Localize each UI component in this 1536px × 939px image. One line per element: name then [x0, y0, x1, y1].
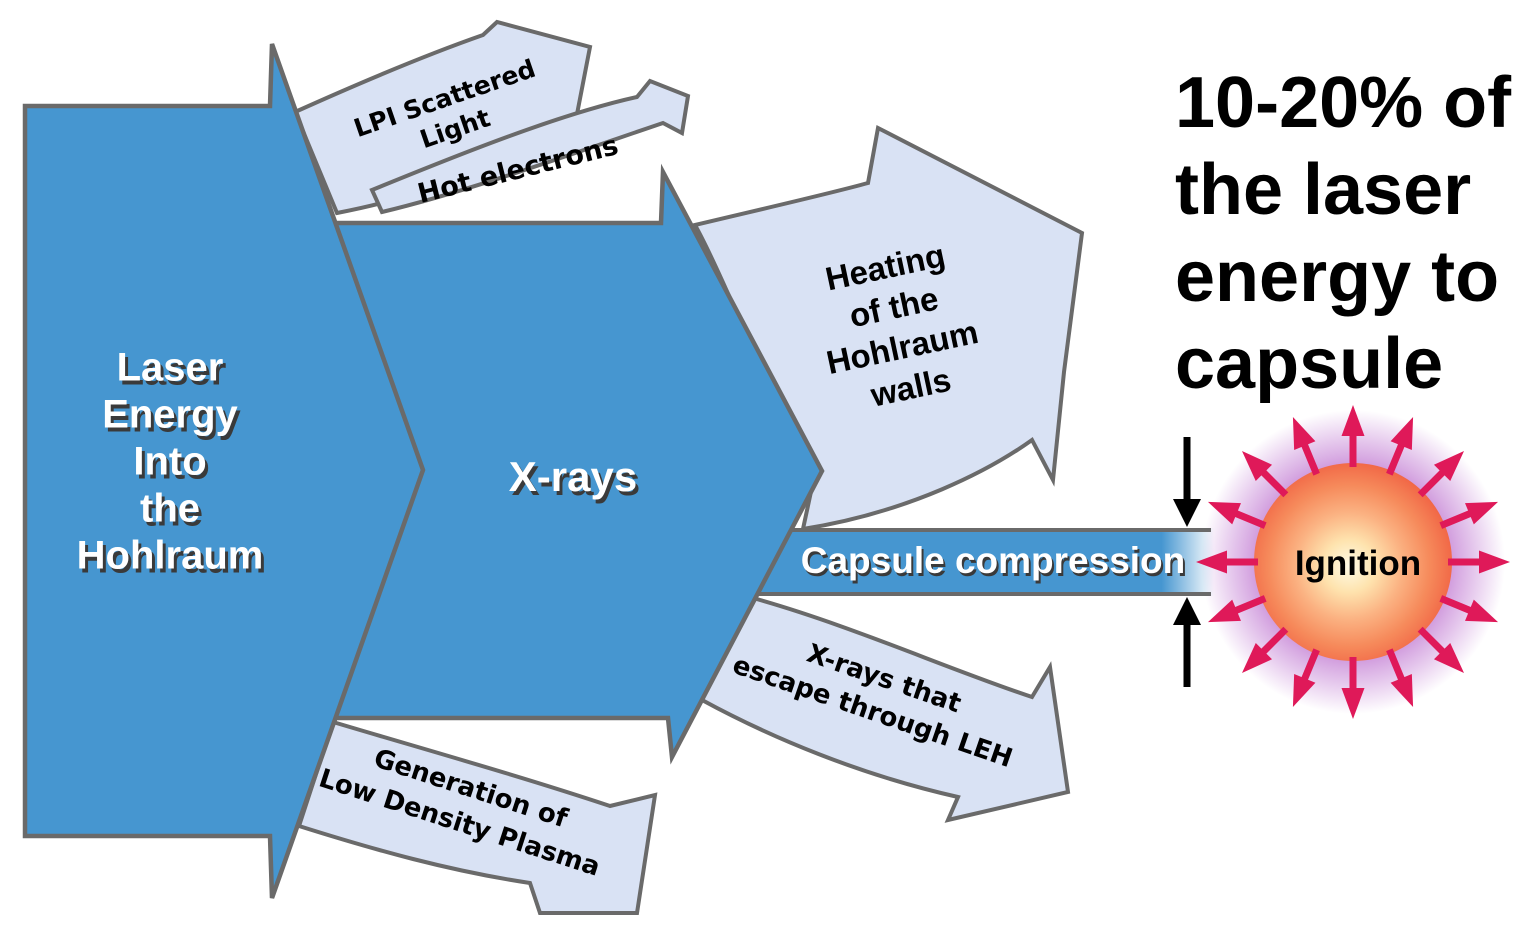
ignition-ray-head [1465, 501, 1499, 525]
hot-electrons-arrow [369, 78, 691, 215]
laser-label-line: Hohlraum [76, 533, 264, 578]
ignition-ray-head [1292, 416, 1316, 450]
laser-label-line: Into [133, 439, 207, 484]
ignition-ray-head [1479, 550, 1510, 574]
laser-label-line: Laser [116, 345, 224, 390]
xrays-arrow [332, 163, 825, 765]
ignition-ball [1254, 463, 1452, 661]
ignition-ray-head [1341, 405, 1365, 436]
ignition-ray [1230, 508, 1267, 529]
ignition-ray [1439, 508, 1476, 529]
headline-text: 10-20% of the laser energy to capsule [1175, 60, 1511, 408]
ignition-ray-head [1207, 501, 1241, 525]
xrays-arrow-label: X-rays [508, 453, 638, 500]
headline-line: capsule [1175, 324, 1444, 404]
ignition-ray [1257, 466, 1289, 498]
ignition-ray [1257, 626, 1289, 658]
ignition-ray-head [1196, 550, 1227, 574]
ignition-ray-head [1341, 688, 1365, 719]
escape-leh-arrow [699, 595, 1071, 823]
ignition-ray [1417, 466, 1449, 498]
ignition-ray [1439, 595, 1476, 616]
ignition-ray [1299, 648, 1320, 685]
ignition-ray [1417, 626, 1449, 658]
ignition-ray [1386, 439, 1407, 476]
laser-label-line: the [140, 486, 200, 531]
headline-line: energy to [1175, 237, 1500, 317]
ignition-ray-head [1390, 416, 1414, 450]
laser-arrow-label: Laser Energy Into the Hohlraum [77, 345, 264, 580]
ignition-ray-head [1241, 642, 1273, 674]
compression-arrow-up [1173, 597, 1201, 687]
laser-energy-arrow [22, 43, 426, 899]
ignition-label: Ignition [1294, 544, 1422, 583]
ignition-ray-head [1207, 599, 1241, 623]
ignition-ray [1386, 648, 1407, 685]
ignition-ray-head [1433, 450, 1465, 482]
laser-label-line: Energy [102, 392, 238, 437]
ignition-ray [1299, 439, 1320, 476]
headline-line: 10-20% of [1175, 63, 1512, 143]
ignition-ray-head [1433, 642, 1465, 674]
compression-arrow-down [1173, 437, 1201, 527]
headline-line: the laser [1175, 150, 1472, 230]
generation-plasma-arrow [296, 719, 658, 915]
ignition-ray-head [1465, 599, 1499, 623]
ignition-ray-head [1390, 674, 1414, 708]
ignition-ray-head [1241, 450, 1273, 482]
ignition-rays [1196, 405, 1510, 719]
ignition-ray-head [1292, 674, 1316, 708]
capsule-compression-label: Capsule compression [800, 540, 1186, 581]
ignition-ray [1230, 595, 1267, 616]
